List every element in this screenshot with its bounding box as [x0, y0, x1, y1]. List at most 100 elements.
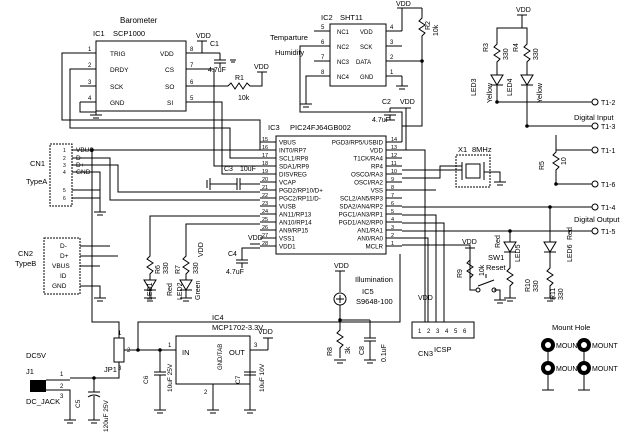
ic3-pin-label: AN11/RP13	[279, 212, 312, 219]
r6-value: 330	[163, 262, 170, 274]
ic3-pin-num: 6	[391, 201, 394, 207]
ic3-pin-num: 1	[391, 241, 394, 247]
ic3-pin-label: VSS	[371, 188, 383, 195]
cn1-pin-num: 6	[63, 196, 66, 202]
ic3-pin-num: 10	[391, 169, 397, 175]
ic3-pic24: IC3 PIC24FJ64GB002 VBUS15INT0/RP716SCL1/…	[260, 123, 402, 255]
ic3-pin-label: OSCO/RA3	[351, 172, 384, 179]
r4-value: 330	[533, 48, 540, 60]
mount-hole: MOUNT	[577, 361, 618, 375]
ic3-pin-num: 22	[262, 193, 268, 199]
ic4-part: MCP1702-3.3V	[212, 323, 263, 332]
j1-dc-jack: DC5V J1 DC_JACK 1 2 3	[26, 351, 76, 424]
ic3-pin-label: OSCI/RA2	[354, 180, 383, 187]
ic4-body	[175, 335, 251, 385]
cn2-ref: CN2	[18, 249, 33, 258]
ic3-part: PIC24FJ64GB002	[290, 123, 351, 132]
cn3-pin: 5	[454, 329, 458, 335]
ic4-regulator: IC4 MCP1702-3.3V IN OUT GND/TAB 1 3 2 VD…	[136, 254, 401, 414]
r9-resistor: VDD R9 10k	[457, 239, 486, 279]
output-ports: Digital Input Digital Output T1-2 T1-3 T…	[402, 98, 620, 236]
ic3-pin-num: 9	[391, 177, 394, 183]
ic3-pin-num: 8	[391, 185, 394, 191]
ic2-pin-label: NC2	[337, 45, 350, 51]
jp1-pin: 1	[118, 331, 122, 337]
ic3-pin-num: 16	[262, 145, 268, 151]
r3-value: 330	[503, 48, 510, 60]
r10-ref: R10	[525, 279, 532, 292]
led2-ref: LED2	[177, 282, 184, 300]
ic3-pin-num: 3	[391, 225, 394, 231]
led4-ref: LED4	[507, 78, 514, 96]
c2-ref: C2	[382, 99, 391, 106]
cn1-pin-num: 3	[63, 163, 66, 169]
ic3-pin-label: SDA2/AN4/RP2	[339, 204, 383, 211]
ic1-pin-label: SO	[165, 84, 174, 91]
c8-value: 0.1uF	[381, 344, 388, 362]
cn3-ref: CN3	[418, 349, 433, 358]
ic3-pin-num: 2	[391, 233, 394, 239]
digital-input-label: Digital Input	[574, 113, 615, 122]
ic3-pin-label: PGC1/AN3/RP1	[339, 212, 384, 219]
ic2-pin-num: 6	[321, 40, 325, 46]
c4-capacitor: C4 4.7uF VDD	[226, 235, 263, 276]
j1-label: DC5V	[26, 351, 46, 360]
r1-ref: R1	[235, 75, 244, 82]
c2-value: 4.7uF	[372, 117, 390, 124]
ic3-pin-num: 26	[262, 225, 268, 231]
r1-resistor: R1 10k VDD	[202, 64, 269, 102]
r10-value: 330	[533, 280, 540, 292]
port-label: T1-5	[601, 229, 616, 236]
port-t1-5: T1-5	[402, 227, 616, 236]
ic1-pin-label: SCK	[110, 84, 124, 91]
port-label: T1-4	[601, 205, 616, 212]
ic3-pin-num: 20	[262, 177, 268, 183]
c6-capacitor: C6 10uF 25V	[143, 348, 174, 414]
ic3-pin-label: PGC2/RP11/D-	[279, 196, 321, 203]
ic2-ref: IC2	[321, 13, 333, 22]
ic5-ref: IC5	[362, 287, 374, 296]
r4-ref: R4	[513, 43, 520, 52]
ic3-body	[275, 135, 387, 255]
ic1-pin-num: 4	[88, 96, 92, 102]
ic2-pin-num: 1	[390, 70, 394, 76]
ic3-pin-num: 17	[262, 153, 268, 159]
ic2-pin-label: GND	[360, 75, 374, 81]
led3-color: Yellow	[487, 82, 494, 103]
ic5-part: S9648-100	[356, 297, 393, 306]
c8-ref: C8	[359, 346, 366, 355]
r11-ref: R11	[550, 288, 557, 300]
mount-holes: Mount Hole MOUNT MOUNT MOUNT MOUNT	[541, 323, 618, 391]
port-label: T1-3	[601, 124, 616, 131]
port-t1-6: T1-6	[591, 180, 616, 189]
r7-ref: R7	[175, 265, 182, 274]
ic3-pin-label: VBUS	[279, 140, 296, 147]
ic1-body	[95, 40, 187, 112]
led4-group: R4 330 LED4 Yellow	[507, 36, 556, 128]
ic4-ref: IC4	[212, 313, 224, 322]
c7-ref: C7	[235, 375, 242, 384]
ic3-pin-num: 18	[262, 161, 268, 167]
vdd-label: VDD	[196, 33, 211, 40]
ic1-part: SCP1000	[113, 29, 145, 38]
cn2-pin: ID	[60, 273, 67, 280]
ic2-pin-num: 2	[390, 55, 394, 61]
ic3-pin-label: AN9/RP15	[279, 228, 309, 235]
c5-ref: C5	[75, 399, 82, 408]
ic3-pin-label: SCL2/AN5/RP3	[340, 196, 384, 203]
ic1-title: Barometer	[120, 16, 158, 25]
vdd-label: VDD	[198, 242, 205, 257]
cn3-body	[411, 321, 475, 339]
cn1-type: TypeA	[26, 177, 47, 186]
led5-ref: LED5	[515, 244, 522, 262]
led3-ref: LED3	[471, 78, 478, 96]
cn1-typea: CN1 TypeA VBUS D- D+ GND 1 2 3 4 5 6	[26, 143, 260, 216]
vdd-label: VDD	[462, 239, 477, 246]
led1-group: R6 330 LED1 Red	[143, 215, 260, 302]
cn1-pin-num: 5	[63, 188, 66, 194]
ic3-pin-label: RP4	[371, 164, 384, 171]
ic2-pin-num: 4	[390, 25, 394, 31]
vdd-label: VDD	[516, 7, 531, 14]
ic4-pin-in: 1	[168, 343, 172, 349]
r7-value: 330	[193, 262, 200, 274]
